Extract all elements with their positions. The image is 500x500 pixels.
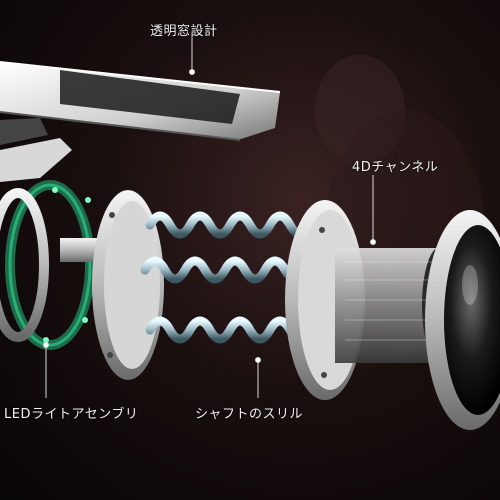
window-bar (0, 61, 281, 141)
led-ring (0, 180, 95, 350)
callout-sleeve-label: シャフトのスリル (195, 407, 304, 422)
callout-lines (43, 34, 376, 398)
end-cap (425, 210, 500, 430)
callout-window-label: 透明窓設計 (150, 24, 218, 39)
left-housing (0, 118, 72, 182)
coil-springs (140, 211, 315, 344)
callout-channel-label: 4Dチャンネル (352, 160, 439, 175)
end-disc (60, 190, 164, 380)
callout-led-label: LEDライトアセンブリ (4, 407, 139, 422)
